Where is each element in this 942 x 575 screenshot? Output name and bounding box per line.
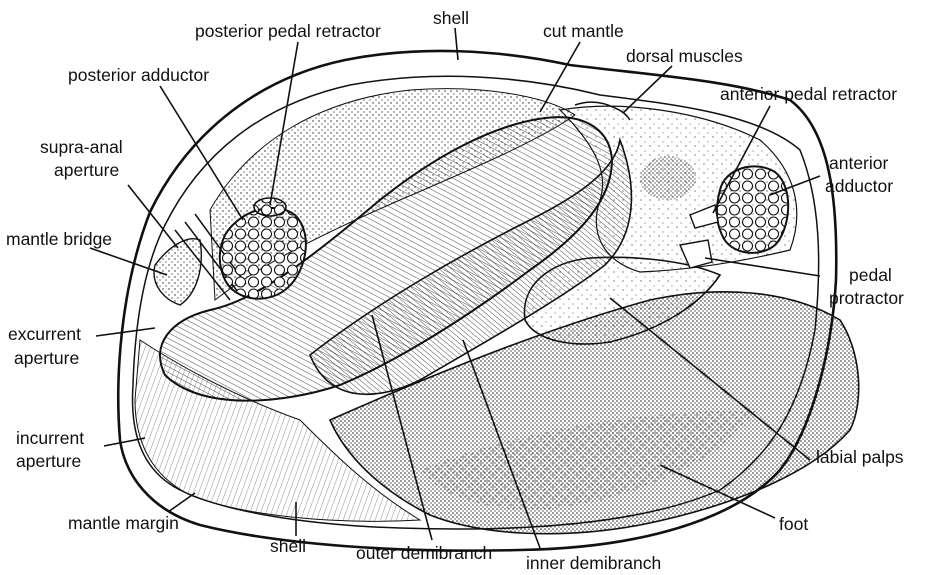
label-shell-bottom: shell bbox=[270, 536, 306, 556]
label-shell-top: shell bbox=[433, 8, 469, 28]
mantle-bridge-shape bbox=[154, 239, 201, 305]
label-labial-palps: labial palps bbox=[816, 447, 904, 467]
label-mantle-bridge: mantle bridge bbox=[6, 229, 112, 249]
label-supra-anal-2: aperture bbox=[54, 160, 119, 180]
label-posterior-adductor: posterior adductor bbox=[68, 65, 209, 85]
leader-supra-anal-aperture bbox=[128, 185, 178, 248]
label-pedal-protractor-1: pedal bbox=[849, 265, 892, 285]
dorsal-muscle-dark bbox=[640, 156, 696, 200]
leader-excurrent-aperture bbox=[96, 328, 155, 336]
label-incurrent-1: incurrent bbox=[16, 428, 84, 448]
leader-cut-mantle bbox=[540, 42, 580, 112]
label-pedal-protractor-2: protractor bbox=[829, 288, 904, 308]
label-anterior-adductor-1: anterior bbox=[829, 153, 889, 173]
label-foot: foot bbox=[779, 514, 808, 534]
label-supra-anal-1: supra-anal bbox=[40, 137, 123, 157]
label-excurrent-2: aperture bbox=[14, 348, 79, 368]
label-incurrent-2: aperture bbox=[16, 451, 81, 471]
leader-pedal-protractor bbox=[705, 258, 820, 276]
leader-posterior-adductor bbox=[160, 86, 243, 220]
leader-mantle-bridge bbox=[90, 248, 167, 275]
label-anterior-pedal-retractor: anterior pedal retractor bbox=[720, 84, 897, 104]
leader-shell-top bbox=[455, 28, 458, 60]
clam-illustration bbox=[118, 51, 858, 551]
label-inner-demibranch: inner demibranch bbox=[526, 553, 661, 573]
label-mantle-margin: mantle margin bbox=[68, 513, 179, 533]
label-outer-demibranch: outer demibranch bbox=[356, 543, 492, 563]
label-excurrent-1: excurrent bbox=[8, 324, 81, 344]
label-posterior-pedal-retractor: posterior pedal retractor bbox=[195, 21, 381, 41]
label-cut-mantle: cut mantle bbox=[543, 21, 624, 41]
leader-mantle-margin bbox=[168, 493, 195, 512]
label-anterior-adductor-2: adductor bbox=[825, 176, 893, 196]
label-dorsal-muscles: dorsal muscles bbox=[626, 46, 743, 66]
anterior-adductor-shape bbox=[717, 166, 788, 252]
